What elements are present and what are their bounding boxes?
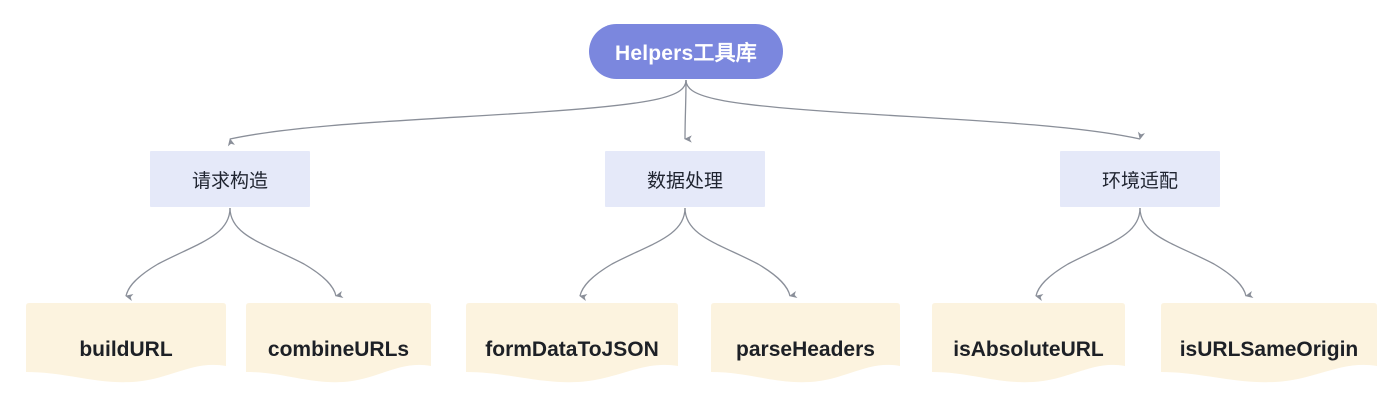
node-root-label: Helpers工具库 (614, 41, 758, 65)
edge-branch-2-to-leaf-4 (684, 207, 798, 299)
edge-branch-3-to-leaf-6 (1139, 207, 1254, 299)
node-branch-env-adaptation[interactable]: 环境适配 (1060, 151, 1220, 207)
node-branch-data-processing[interactable]: 数据处理 (605, 151, 765, 207)
leaf-card-shape (1161, 303, 1377, 383)
node-leaf-combineurls[interactable]: combineURLs (242, 302, 435, 390)
leaf-card-shape (932, 303, 1125, 383)
leaf-card-shape (246, 303, 431, 383)
edge-branch-2-to-leaf-3 (579, 207, 686, 301)
node-branch-1-label: 请求构造 (191, 170, 268, 192)
node-leaf-isabsoluteurl[interactable]: isAbsoluteURL (928, 302, 1129, 390)
edges-branches-to-leaves (125, 207, 1254, 301)
leaf-card-shape (711, 303, 900, 383)
edge-root-to-branch-2 (684, 79, 692, 143)
node-root-helpers[interactable]: Helpers工具库 (589, 24, 783, 79)
edge-branch-3-to-leaf-5 (1035, 207, 1141, 301)
edge-root-to-branch-3 (685, 79, 1145, 140)
edge-branch-1-to-leaf-2 (229, 207, 344, 299)
edge-root-to-branch-1 (227, 79, 687, 147)
node-branch-request-build[interactable]: 请求构造 (150, 151, 310, 207)
leaf-card-shape (466, 303, 678, 383)
edge-branch-1-to-leaf-1 (125, 207, 231, 301)
node-branch-2-label: 数据处理 (646, 170, 723, 192)
leaf-card-shape (26, 303, 226, 383)
edges-root-to-branches (227, 79, 1145, 147)
node-leaf-formdatatojson[interactable]: formDataToJSON (462, 302, 682, 390)
node-leaf-buildurl[interactable]: buildURL (22, 302, 230, 390)
node-leaf-isurlsameorigin[interactable]: isURLSameOrigin (1157, 302, 1381, 390)
node-leaf-parseheaders[interactable]: parseHeaders (707, 302, 904, 390)
node-branch-3-label: 环境适配 (1101, 170, 1178, 192)
